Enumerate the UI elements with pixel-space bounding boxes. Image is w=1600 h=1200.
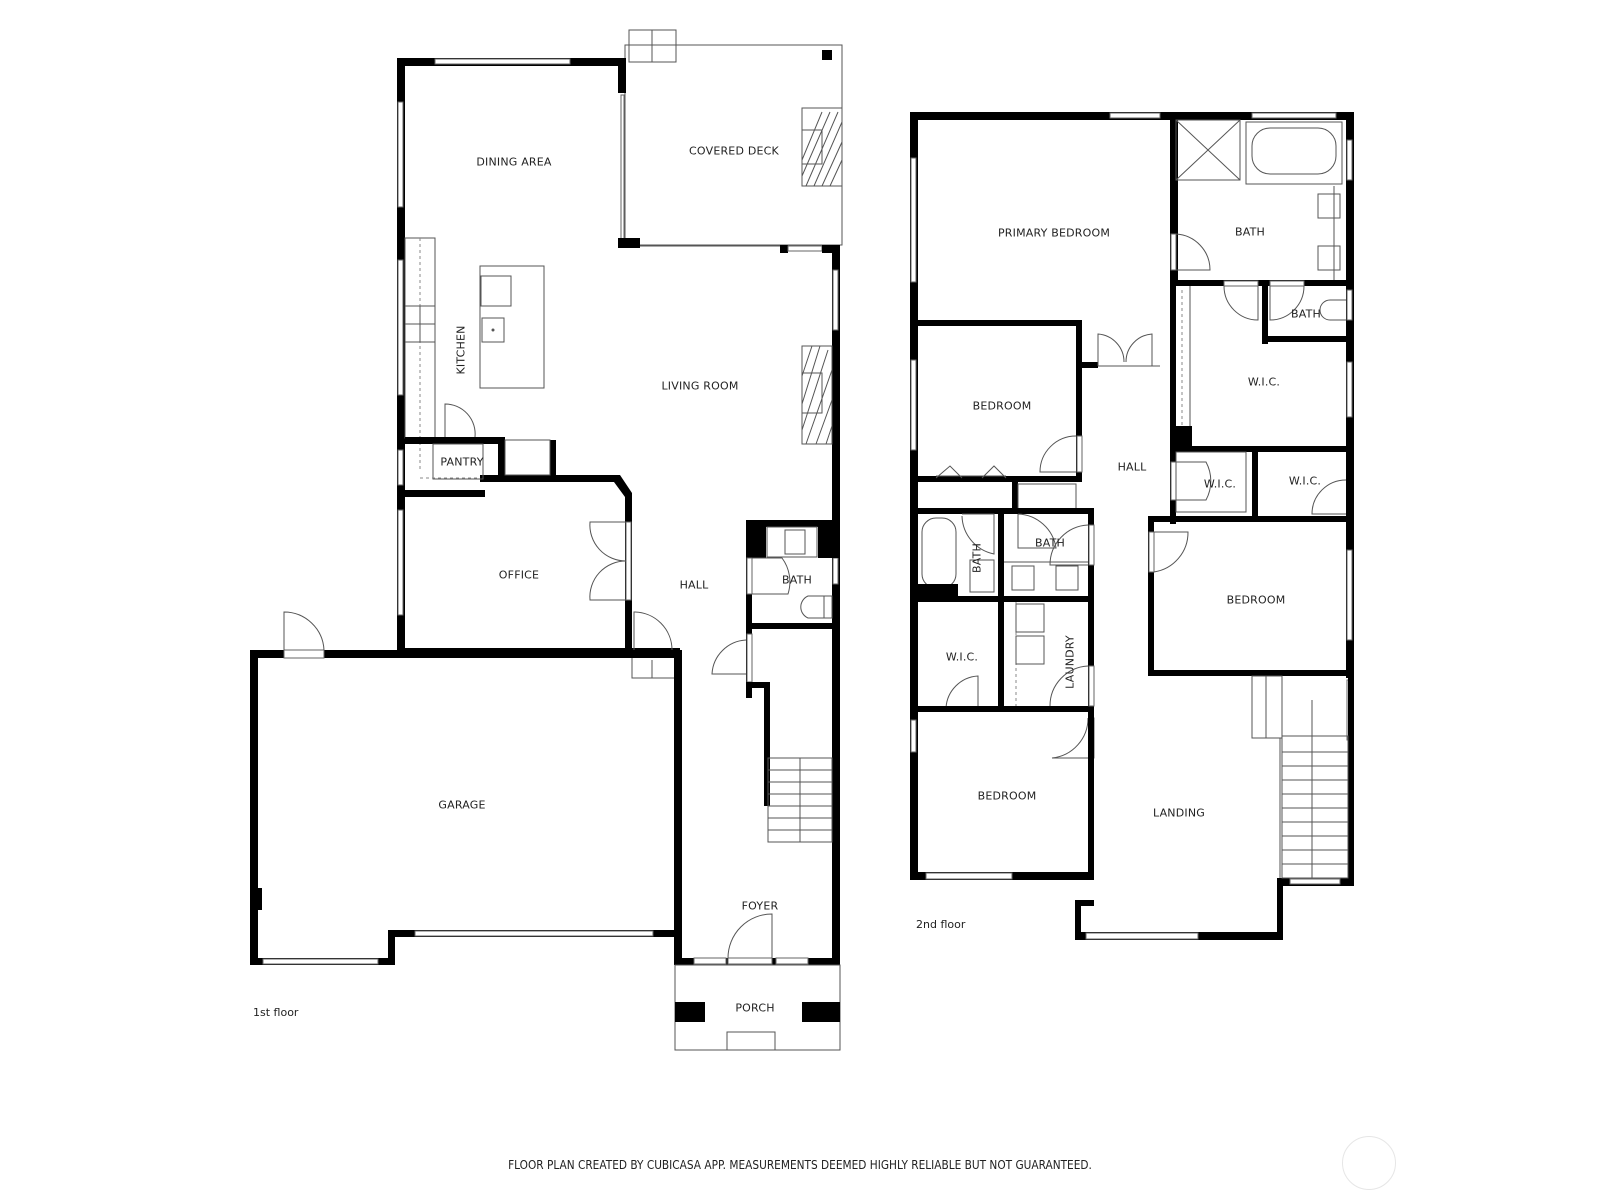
room-label-bath-tub: BATH	[970, 542, 984, 574]
room-label-primary-bath: BATH	[1234, 225, 1266, 239]
floor-label-1st: 1st floor	[253, 1006, 299, 1019]
room-label-bath-small: BATH	[1290, 307, 1322, 321]
living-fireplace-icon	[801, 345, 833, 445]
room-label-bedroom-3: BEDROOM	[977, 789, 1037, 803]
room-label-hall: HALL	[679, 578, 709, 592]
stairs-1st	[767, 757, 833, 843]
room-label-pantry: PANTRY	[440, 455, 484, 469]
room-label-kitchen: KITCHEN	[454, 325, 468, 375]
room-label-wic-c: W.I.C.	[945, 650, 979, 664]
room-label-living-room: LIVING ROOM	[661, 379, 739, 393]
room-label-primary-bedroom: PRIMARY BEDROOM	[997, 226, 1111, 240]
room-label-wic-a: W.I.C.	[1203, 477, 1237, 491]
room-label-covered-deck: COVERED DECK	[689, 144, 779, 158]
room-label-bedroom-1: BEDROOM	[972, 399, 1032, 413]
disclaimer-footer: FLOOR PLAN CREATED BY CUBICASA APP. MEAS…	[508, 1158, 1092, 1172]
kitchen-counter	[404, 237, 436, 470]
kitchen-island	[479, 265, 545, 389]
watermark-logo	[1342, 1136, 1396, 1190]
deck-fireplace-icon	[801, 107, 843, 187]
room-label-wic-primary: W.I.C.	[1247, 375, 1281, 389]
stairs-2nd	[1251, 675, 1349, 879]
room-label-wic-b: W.I.C.	[1288, 474, 1322, 488]
room-label-landing: LANDING	[1152, 806, 1206, 820]
room-label-foyer: FOYER	[741, 899, 779, 913]
room-label-garage: GARAGE	[438, 798, 486, 812]
room-label-porch: PORCH	[735, 1001, 775, 1015]
room-label-dining-area: DINING AREA	[476, 155, 552, 169]
second-floor-plan	[910, 112, 1354, 940]
floor-label-2nd: 2nd floor	[916, 918, 966, 931]
room-label-hall-2nd: HALL	[1117, 460, 1147, 474]
room-label-office: OFFICE	[498, 568, 540, 582]
room-label-bath-shared: BATH	[1034, 536, 1066, 550]
room-label-bedroom-2: BEDROOM	[1226, 593, 1286, 607]
room-label-bath: BATH	[781, 573, 813, 587]
room-label-laundry: LAUNDRY	[1063, 635, 1077, 689]
first-floor-plan	[250, 29, 843, 1051]
